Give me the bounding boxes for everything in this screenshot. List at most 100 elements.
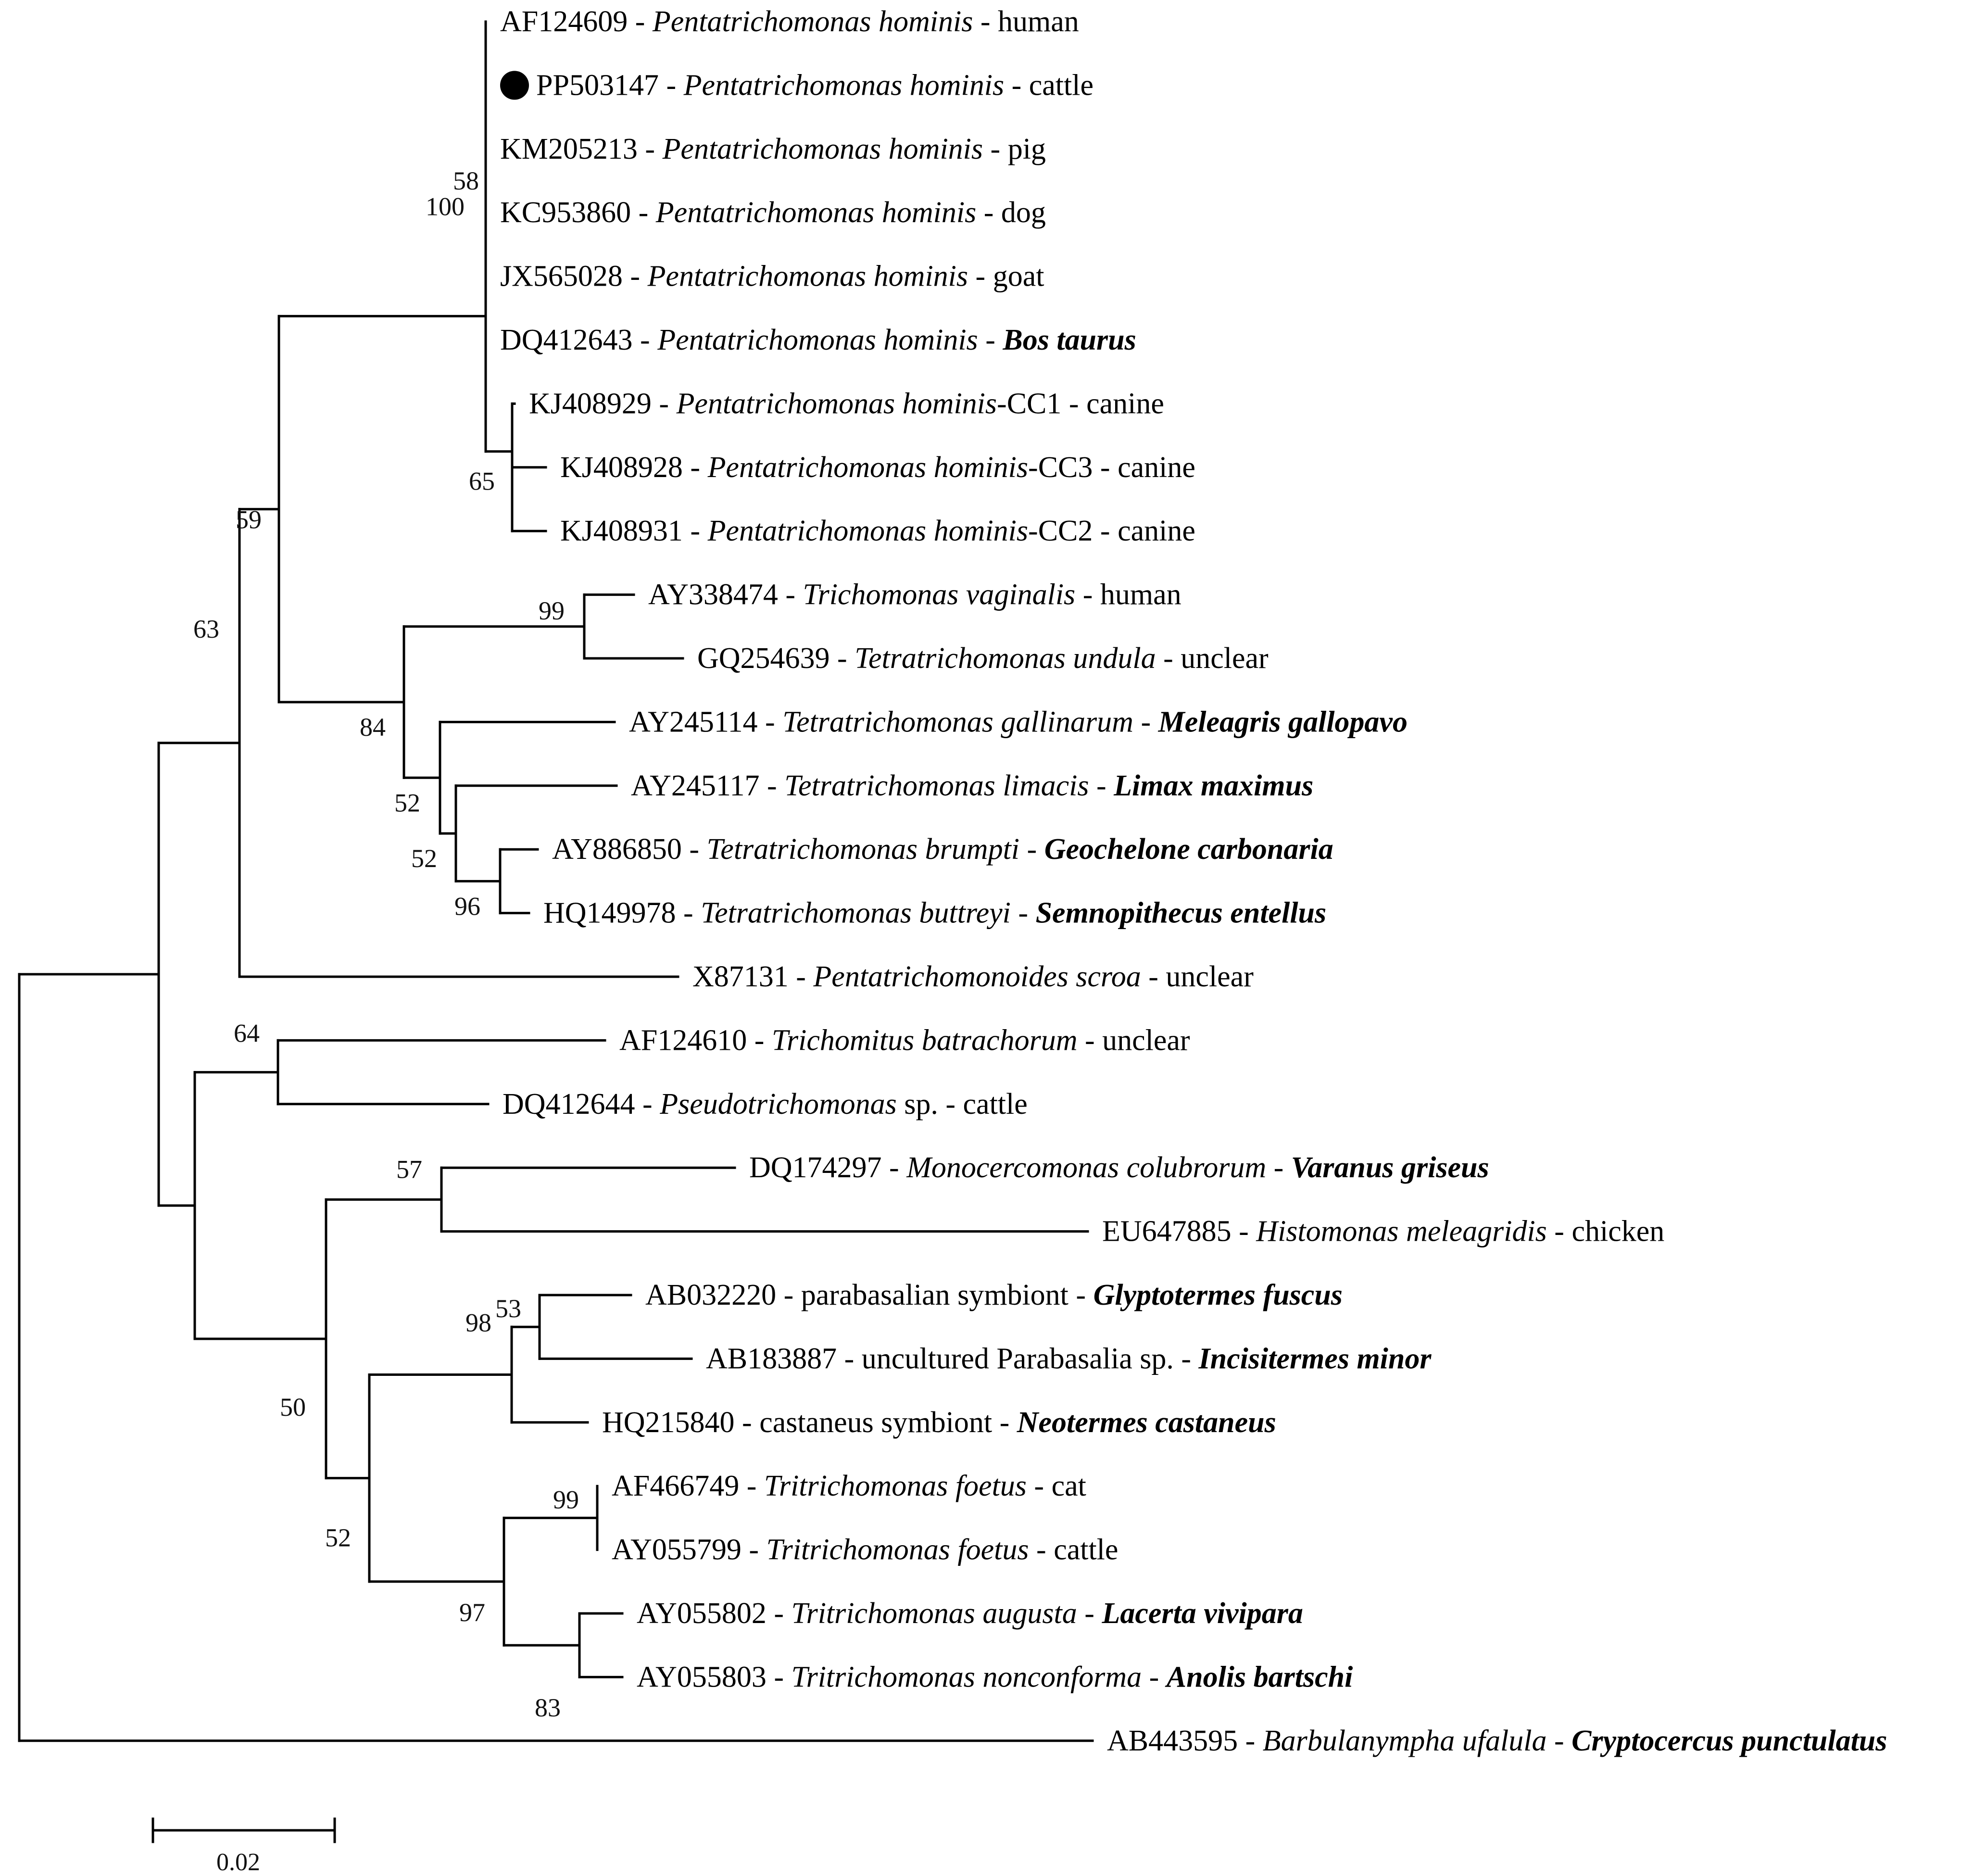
separator: - (1027, 1470, 1052, 1502)
taxon-label-ay055799: AY055799 - Tritrichomonas foetus - cattl… (612, 1534, 1118, 1566)
taxon-label-gq254639: GQ254639 - Tetratrichomonas undula - unc… (697, 642, 1269, 675)
host-name: Varanus griseus (1291, 1151, 1489, 1184)
scale-bar-label: 0.02 (216, 1849, 260, 1876)
taxon-label-dq174297: DQ174297 - Monocercomonas colubrorum - V… (749, 1151, 1489, 1184)
accession: HQ215840 - (602, 1406, 759, 1439)
accession: GQ254639 - (697, 642, 855, 675)
organism-name: Tritrichomonas foetus (767, 1534, 1029, 1566)
organism-name: Barbulanympha ufalula (1263, 1725, 1547, 1757)
separator: - (968, 260, 993, 293)
separator: - (978, 324, 1003, 356)
separator: - (1174, 1342, 1199, 1375)
accession: AB443595 - (1107, 1725, 1263, 1757)
organism-name: Trichomonas vaginalis (803, 579, 1076, 611)
host-name: dog (1001, 196, 1046, 229)
accession: EU647885 - (1102, 1215, 1256, 1248)
separator: - (1093, 515, 1118, 547)
separator: - (1142, 1661, 1167, 1693)
support-value-tetra-sub: 52 (394, 788, 420, 817)
accession: AY245114 - (629, 705, 782, 738)
host-name: Bos taurus (1002, 324, 1136, 356)
host-name: canine (1086, 387, 1164, 420)
taxon-label-ay886850: AY886850 - Tetratrichomonas brumpti - Ge… (552, 833, 1333, 866)
taxon-label-x87131: X87131 - Pentatrichomonoides scroa - unc… (692, 960, 1254, 993)
taxon-label-jx565028: JX565028 - Pentatrichomonas hominis - go… (500, 260, 1044, 293)
taxon-label-af124610: AF124610 - Trichomitus batrachorum - unc… (619, 1024, 1190, 1057)
accession: PP503147 - (536, 69, 684, 101)
taxon-label-kc953860: KC953860 - Pentatrichomonas hominis - do… (500, 196, 1046, 229)
separator: - (1133, 705, 1158, 738)
host-name: human (998, 5, 1079, 38)
separator: - (1077, 1024, 1102, 1057)
organism-name: Tetratrichomonas gallinarum (782, 705, 1133, 738)
separator: - (1011, 897, 1036, 930)
organism-name: Pentatrichomonas hominis (657, 324, 978, 356)
taxon-label-ab032220: AB032220 - parabasalian symbiont - Glypt… (645, 1279, 1343, 1311)
support-value-aug: 83 (535, 1693, 561, 1722)
accession: KJ408928 - (560, 451, 708, 484)
taxon-label-ay055803: AY055803 - Tritrichomonas nonconforma - … (637, 1661, 1353, 1693)
accession: AY338474 - (648, 579, 803, 611)
taxon-label-dq412644: DQ412644 - Pseudotrichomonas sp. - cattl… (503, 1088, 1028, 1121)
separator: - (1547, 1215, 1572, 1248)
taxon-label-kj408929: KJ408929 - Pentatrichomonas hominis-CC1 … (529, 387, 1164, 420)
organism-name: Pseudotrichomonas (659, 1088, 897, 1121)
host-name: cattle (963, 1088, 1028, 1121)
taxon-label-kj408928: KJ408928 - Pentatrichomonas hominis-CC3 … (560, 451, 1195, 484)
accession: KJ408931 - (560, 515, 708, 547)
separator: - (973, 5, 998, 38)
taxon-label-hq215840: HQ215840 - castaneus symbiont - Neoterme… (602, 1406, 1276, 1439)
separator: - (1089, 769, 1114, 802)
taxon-label-hq149978: HQ149978 - Tetratrichomonas buttreyi - S… (543, 897, 1326, 930)
organism-name: Pentatrichomonas hominis (647, 260, 968, 293)
accession: AB032220 - (645, 1279, 801, 1311)
organism-name: Pentatrichomonas hominis (652, 5, 973, 38)
scale-bar: 0.02 (151, 1817, 336, 1876)
accession: AY245117 - (631, 769, 784, 802)
taxon-label-af124609: AF124609 - Pentatrichomonas hominis - hu… (500, 5, 1079, 38)
host-name: Limax maximus (1113, 769, 1313, 802)
accession: KC953860 - (500, 196, 656, 229)
separator: - (992, 1406, 1017, 1439)
separator: - (1029, 1534, 1054, 1566)
host-name: canine (1118, 451, 1195, 484)
support-value-tetra-sub2: 52 (411, 844, 437, 873)
host-name: canine (1118, 515, 1195, 547)
accession: KJ408929 - (529, 387, 677, 420)
host-name: human (1100, 579, 1182, 611)
separator: - (1061, 387, 1086, 420)
host-name: pig (1008, 133, 1046, 165)
host-name: unclear (1181, 642, 1269, 675)
organism-name: uncultured Parabasalia sp. (862, 1342, 1174, 1375)
taxon-label-af466749: AF466749 - Tritrichomonas foetus - cat (612, 1470, 1086, 1502)
accession: X87131 - (692, 960, 813, 993)
organism-suffix: -CC3 (1028, 451, 1093, 484)
organism-name: Tetratrichomonas limacis (784, 769, 1089, 802)
host-name: Semnopithecus entellus (1036, 897, 1327, 930)
accession: DQ174297 - (749, 1151, 906, 1184)
accession: AY055803 - (637, 1661, 792, 1693)
accession: DQ412643 - (500, 324, 657, 356)
marked-sample-dot (500, 71, 529, 100)
host-name: unclear (1166, 960, 1254, 993)
organism-name: Trichomitus batrachorum (772, 1024, 1078, 1057)
taxon-labels: AF124609 - Pentatrichomonas hominis - hu… (500, 5, 1887, 1757)
taxon-label-ay245114: AY245114 - Tetratrichomonas gallinarum -… (629, 705, 1408, 738)
host-name: Glyptotermes fuscus (1094, 1279, 1343, 1311)
organism-name: Pentatrichomonas hominis (683, 69, 1004, 101)
accession: AB183887 - (706, 1342, 862, 1375)
taxon-label-dq412643: DQ412643 - Pentatrichomonas hominis - Bo… (500, 324, 1136, 356)
accession: DQ412644 - (503, 1088, 660, 1121)
support-value-foetus: 99 (553, 1485, 579, 1514)
separator: - (1004, 69, 1029, 101)
taxon-label-ab443595: AB443595 - Barbulanympha ufalula - Crypt… (1107, 1725, 1887, 1757)
support-value-canine: 65 (469, 467, 495, 496)
host-name: Cryptocercus punctulatus (1571, 1725, 1887, 1757)
separator: - (1266, 1151, 1291, 1184)
taxon-label-ay055802: AY055802 - Tritrichomonas augusta - Lace… (637, 1597, 1303, 1630)
support-value-ph-core: 58 (453, 166, 479, 195)
support-value-mono-histo: 57 (396, 1155, 422, 1184)
support-value-tricho: 64 (234, 1019, 260, 1048)
